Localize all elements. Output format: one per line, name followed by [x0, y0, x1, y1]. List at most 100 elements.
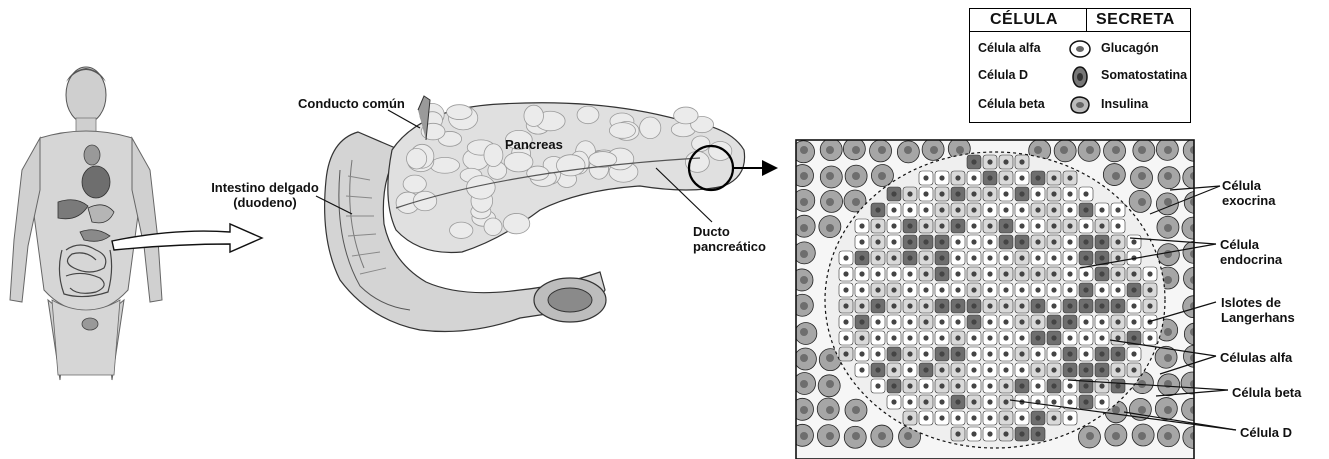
endocrine-nucleus	[1099, 383, 1104, 388]
endocrine-nucleus	[1083, 287, 1088, 292]
endocrine-nucleus	[971, 383, 976, 388]
endocrine-nucleus	[939, 239, 944, 244]
endocrine-nucleus	[971, 175, 976, 180]
endocrine-nucleus	[907, 255, 912, 260]
endocrine-nucleus	[1035, 351, 1040, 356]
endocrine-nucleus	[859, 223, 864, 228]
endocrine-nucleus	[891, 239, 896, 244]
endocrine-nucleus	[1003, 175, 1008, 180]
endocrine-nucleus	[891, 191, 896, 196]
endocrine-nucleus	[875, 303, 880, 308]
label-ducto-line2: pancreático	[693, 239, 766, 254]
endocrine-nucleus	[955, 239, 960, 244]
endocrine-nucleus	[1035, 303, 1040, 308]
endocrine-nucleus	[1003, 431, 1008, 436]
endocrine-nucleus	[1099, 303, 1104, 308]
endocrine-nucleus	[955, 335, 960, 340]
thyroid-shape	[84, 145, 100, 165]
endocrine-nucleus	[859, 239, 864, 244]
exocrine-cell	[1184, 323, 1206, 345]
exocrine-nucleus	[1164, 250, 1172, 258]
endocrine-nucleus	[907, 399, 912, 404]
endocrine-nucleus	[987, 255, 992, 260]
label-islotes-line2: Langerhans	[1221, 310, 1295, 325]
endocrine-nucleus	[1019, 367, 1024, 372]
endocrine-nucleus	[891, 287, 896, 292]
endocrine-nucleus	[971, 415, 976, 420]
endocrine-nucleus	[1035, 287, 1040, 292]
endocrine-nucleus	[1115, 319, 1120, 324]
endocrine-nucleus	[1003, 319, 1008, 324]
endocrine-nucleus	[1067, 287, 1072, 292]
endocrine-nucleus	[987, 159, 992, 164]
endocrine-nucleus	[987, 287, 992, 292]
endocrine-nucleus	[1019, 287, 1024, 292]
endocrine-nucleus	[1083, 335, 1088, 340]
exocrine-nucleus	[800, 250, 808, 258]
endocrine-nucleus	[939, 335, 944, 340]
endocrine-nucleus	[1051, 191, 1056, 196]
endocrine-nucleus	[1067, 271, 1072, 276]
endocrine-nucleus	[1131, 303, 1136, 308]
endocrine-nucleus	[1051, 303, 1056, 308]
endocrine-nucleus	[1051, 239, 1056, 244]
endocrine-nucleus	[859, 351, 864, 356]
endocrine-nucleus	[843, 255, 848, 260]
endocrine-nucleus	[1035, 335, 1040, 340]
exocrine-nucleus	[1164, 146, 1172, 154]
endocrine-nucleus	[955, 399, 960, 404]
endocrine-nucleus	[1003, 399, 1008, 404]
endocrine-nucleus	[1051, 415, 1056, 420]
endocrine-nucleus	[955, 415, 960, 420]
pancreas-lobule	[527, 166, 549, 180]
endocrine-nucleus	[1115, 223, 1120, 228]
endocrine-nucleus	[843, 351, 848, 356]
cell-secretion-legend: CÉLULA SECRETA Célula alfa Glucagón Célu…	[969, 8, 1191, 123]
label-ducto-pancreatico: Ducto pancreático	[693, 224, 766, 254]
endocrine-nucleus	[939, 303, 944, 308]
endocrine-nucleus	[1051, 351, 1056, 356]
endocrine-nucleus	[939, 223, 944, 228]
endocrine-nucleus	[859, 367, 864, 372]
label-pancreas: Pancreas	[505, 137, 563, 152]
endocrine-nucleus	[1035, 239, 1040, 244]
endocrine-nucleus	[939, 367, 944, 372]
endocrine-nucleus	[1131, 351, 1136, 356]
endocrine-nucleus	[891, 319, 896, 324]
endocrine-nucleus	[875, 271, 880, 276]
endocrine-nucleus	[843, 303, 848, 308]
endocrine-nucleus	[1067, 207, 1072, 212]
label-exocrina-line2: exocrina	[1222, 193, 1275, 208]
endocrine-nucleus	[1019, 303, 1024, 308]
exocrine-nucleus	[800, 380, 808, 388]
endocrine-nucleus	[1003, 287, 1008, 292]
endocrine-nucleus	[1003, 159, 1008, 164]
endocrine-nucleus	[1019, 319, 1024, 324]
exocrine-nucleus	[800, 198, 808, 206]
exocrine-nucleus	[878, 172, 886, 180]
endocrine-nucleus	[1019, 255, 1024, 260]
exocrine-nucleus	[1086, 146, 1094, 154]
endocrine-nucleus	[1067, 191, 1072, 196]
endocrine-nucleus	[971, 319, 976, 324]
endocrine-nucleus	[923, 223, 928, 228]
endocrine-nucleus	[875, 383, 880, 388]
endocrine-nucleus	[1003, 255, 1008, 260]
endocrine-nucleus	[1067, 255, 1072, 260]
endocrine-nucleus	[1035, 431, 1040, 436]
endocrine-nucleus	[1019, 383, 1024, 388]
pancreas-lobule	[524, 105, 544, 126]
endocrine-nucleus	[1067, 239, 1072, 244]
label-exocrina-line1: Célula	[1222, 178, 1275, 193]
heart-shape	[82, 166, 110, 198]
label-intestino-line1: Intestino delgado	[201, 180, 329, 195]
endocrine-nucleus	[1019, 223, 1024, 228]
endocrine-nucleus	[1099, 287, 1104, 292]
legend-secretes: Glucagón	[1101, 41, 1159, 55]
exocrine-nucleus	[878, 146, 886, 154]
pancreas-lobule	[484, 218, 502, 236]
endocrine-nucleus	[1115, 351, 1120, 356]
endocrine-nucleus	[859, 271, 864, 276]
endocrine-nucleus	[1131, 287, 1136, 292]
endocrine-nucleus	[1083, 239, 1088, 244]
